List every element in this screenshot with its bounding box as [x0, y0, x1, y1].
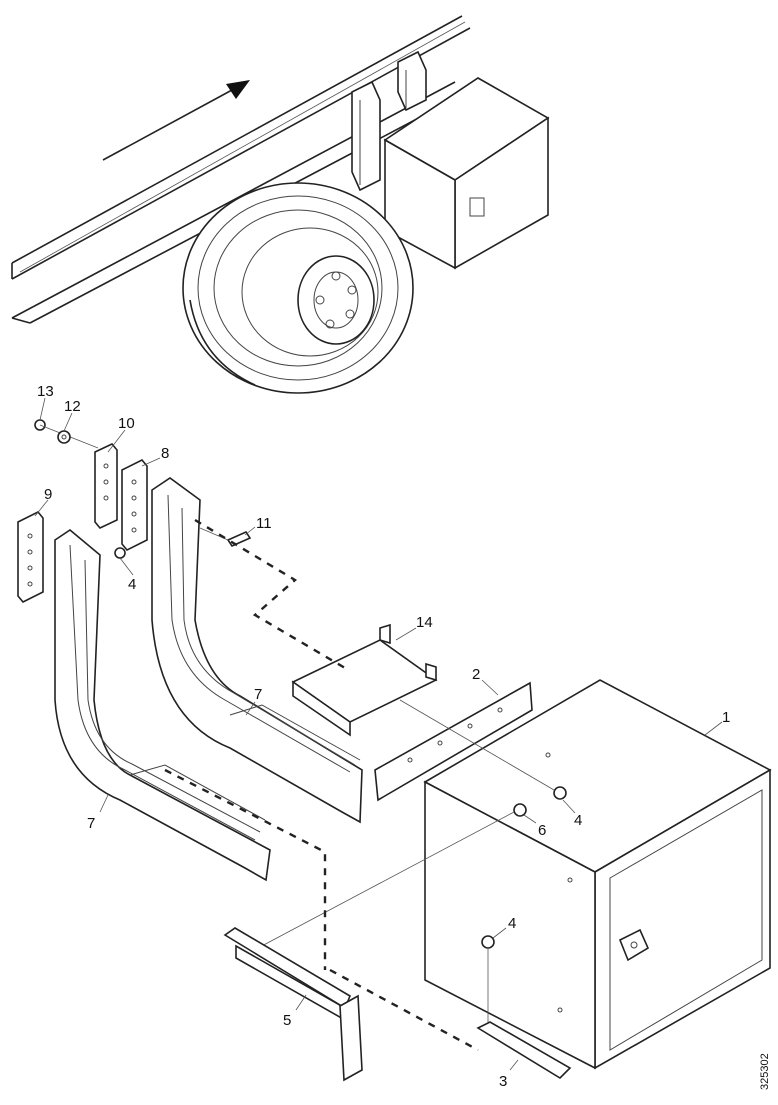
toolbox-1 — [423, 679, 772, 1070]
support-bracket-14 — [291, 623, 438, 737]
wheel-icon — [182, 182, 414, 394]
callout-4-front: 4 — [508, 915, 516, 932]
callout-4-right: 4 — [574, 812, 582, 829]
callout-13: 13 — [37, 383, 54, 400]
callouts: 13 12 10 8 9 11 4 14 2 7 1 7 4 6 4 5 3 — [37, 383, 730, 1090]
washer-12 — [57, 430, 71, 444]
callout-2: 2 — [472, 666, 480, 683]
nut-4-upper — [114, 547, 126, 559]
callout-7-left: 7 — [87, 815, 95, 832]
toolbox-icon — [383, 77, 550, 270]
bracket-7-left — [54, 529, 271, 882]
callout-7-right: 7 — [254, 686, 262, 703]
plate-9 — [17, 511, 44, 603]
nut-4-box-right — [399, 699, 567, 800]
mounting-plate-2 — [374, 681, 533, 802]
washer-6 — [257, 803, 527, 949]
rail-3 — [476, 1021, 572, 1080]
figure-code: 325302 — [759, 1053, 771, 1090]
plate-10 — [94, 443, 118, 529]
leader-lines — [34, 397, 723, 1071]
callout-12: 12 — [64, 398, 81, 415]
callout-1: 1 — [722, 709, 730, 726]
callout-6: 6 — [538, 822, 546, 839]
callout-14: 14 — [416, 614, 433, 631]
nut-4-box-front — [481, 935, 495, 1030]
direction-arrow-icon — [102, 80, 250, 161]
callout-5: 5 — [283, 1012, 291, 1029]
callout-11: 11 — [256, 515, 272, 532]
callout-10: 10 — [118, 415, 135, 432]
callout-8: 8 — [161, 445, 169, 462]
callout-3: 3 — [499, 1073, 507, 1090]
callout-4-upper: 4 — [128, 576, 136, 593]
chassis-bracket — [351, 50, 427, 192]
bracket-7-right — [151, 477, 363, 824]
callout-9: 9 — [44, 486, 52, 503]
rail-5 — [223, 927, 363, 1082]
plate-8 — [121, 459, 148, 551]
assembly-guide-lines — [164, 518, 479, 1052]
